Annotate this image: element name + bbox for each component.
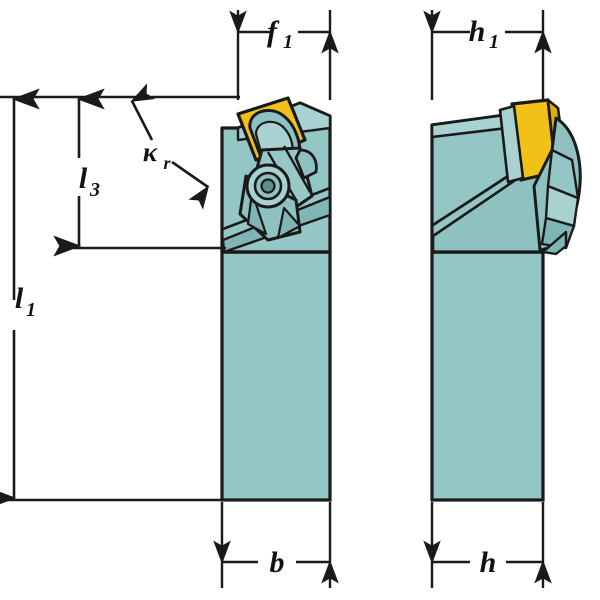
l1-label: l (15, 282, 24, 315)
f1-label-subscript: 1 (283, 31, 293, 53)
kappa-r-label: κ (143, 137, 158, 167)
front-view (220, 96, 332, 502)
front-view-screw-torx-socket (260, 178, 276, 194)
kappa-r-leader-upper (130, 83, 156, 141)
front-view-clamp-shoe-facet-b (276, 206, 302, 240)
side-view-shank (430, 250, 545, 502)
kappa-r-label-subscript: r (163, 153, 171, 173)
l3-label: l (79, 162, 88, 195)
side-view-clamp-facet-top (546, 148, 580, 200)
dimension-l3: l 3 (53, 88, 105, 257)
dimension-h: h (423, 502, 552, 588)
dimension-f1: f 1 (229, 10, 339, 100)
front-view-clamp-arm-edge-b (282, 145, 312, 193)
l1-label-subscript: 1 (26, 299, 36, 321)
h-label: h (480, 546, 497, 579)
front-view-shank (220, 250, 332, 502)
side-view (430, 98, 582, 502)
dimension-b: b (213, 502, 339, 588)
dimension-h1: h 1 (423, 10, 552, 100)
side-view-head-transition (541, 230, 568, 256)
f1-label: f (267, 15, 280, 48)
kappa-r-leader-lower (171, 160, 210, 210)
h1-label: h (469, 15, 486, 48)
dimension-l1: l 1 (0, 88, 40, 509)
l3-label-subscript: 3 (89, 179, 100, 201)
front-view-clamp-lug (294, 148, 318, 180)
projection-lines (0, 95, 240, 502)
h1-label-subscript: 1 (489, 31, 499, 53)
angle-callout-kappa-r: κ r (130, 83, 210, 210)
b-label: b (270, 546, 285, 579)
front-view-clamp-shoe-facet (246, 190, 268, 236)
side-view-insert-pocket (498, 104, 525, 184)
